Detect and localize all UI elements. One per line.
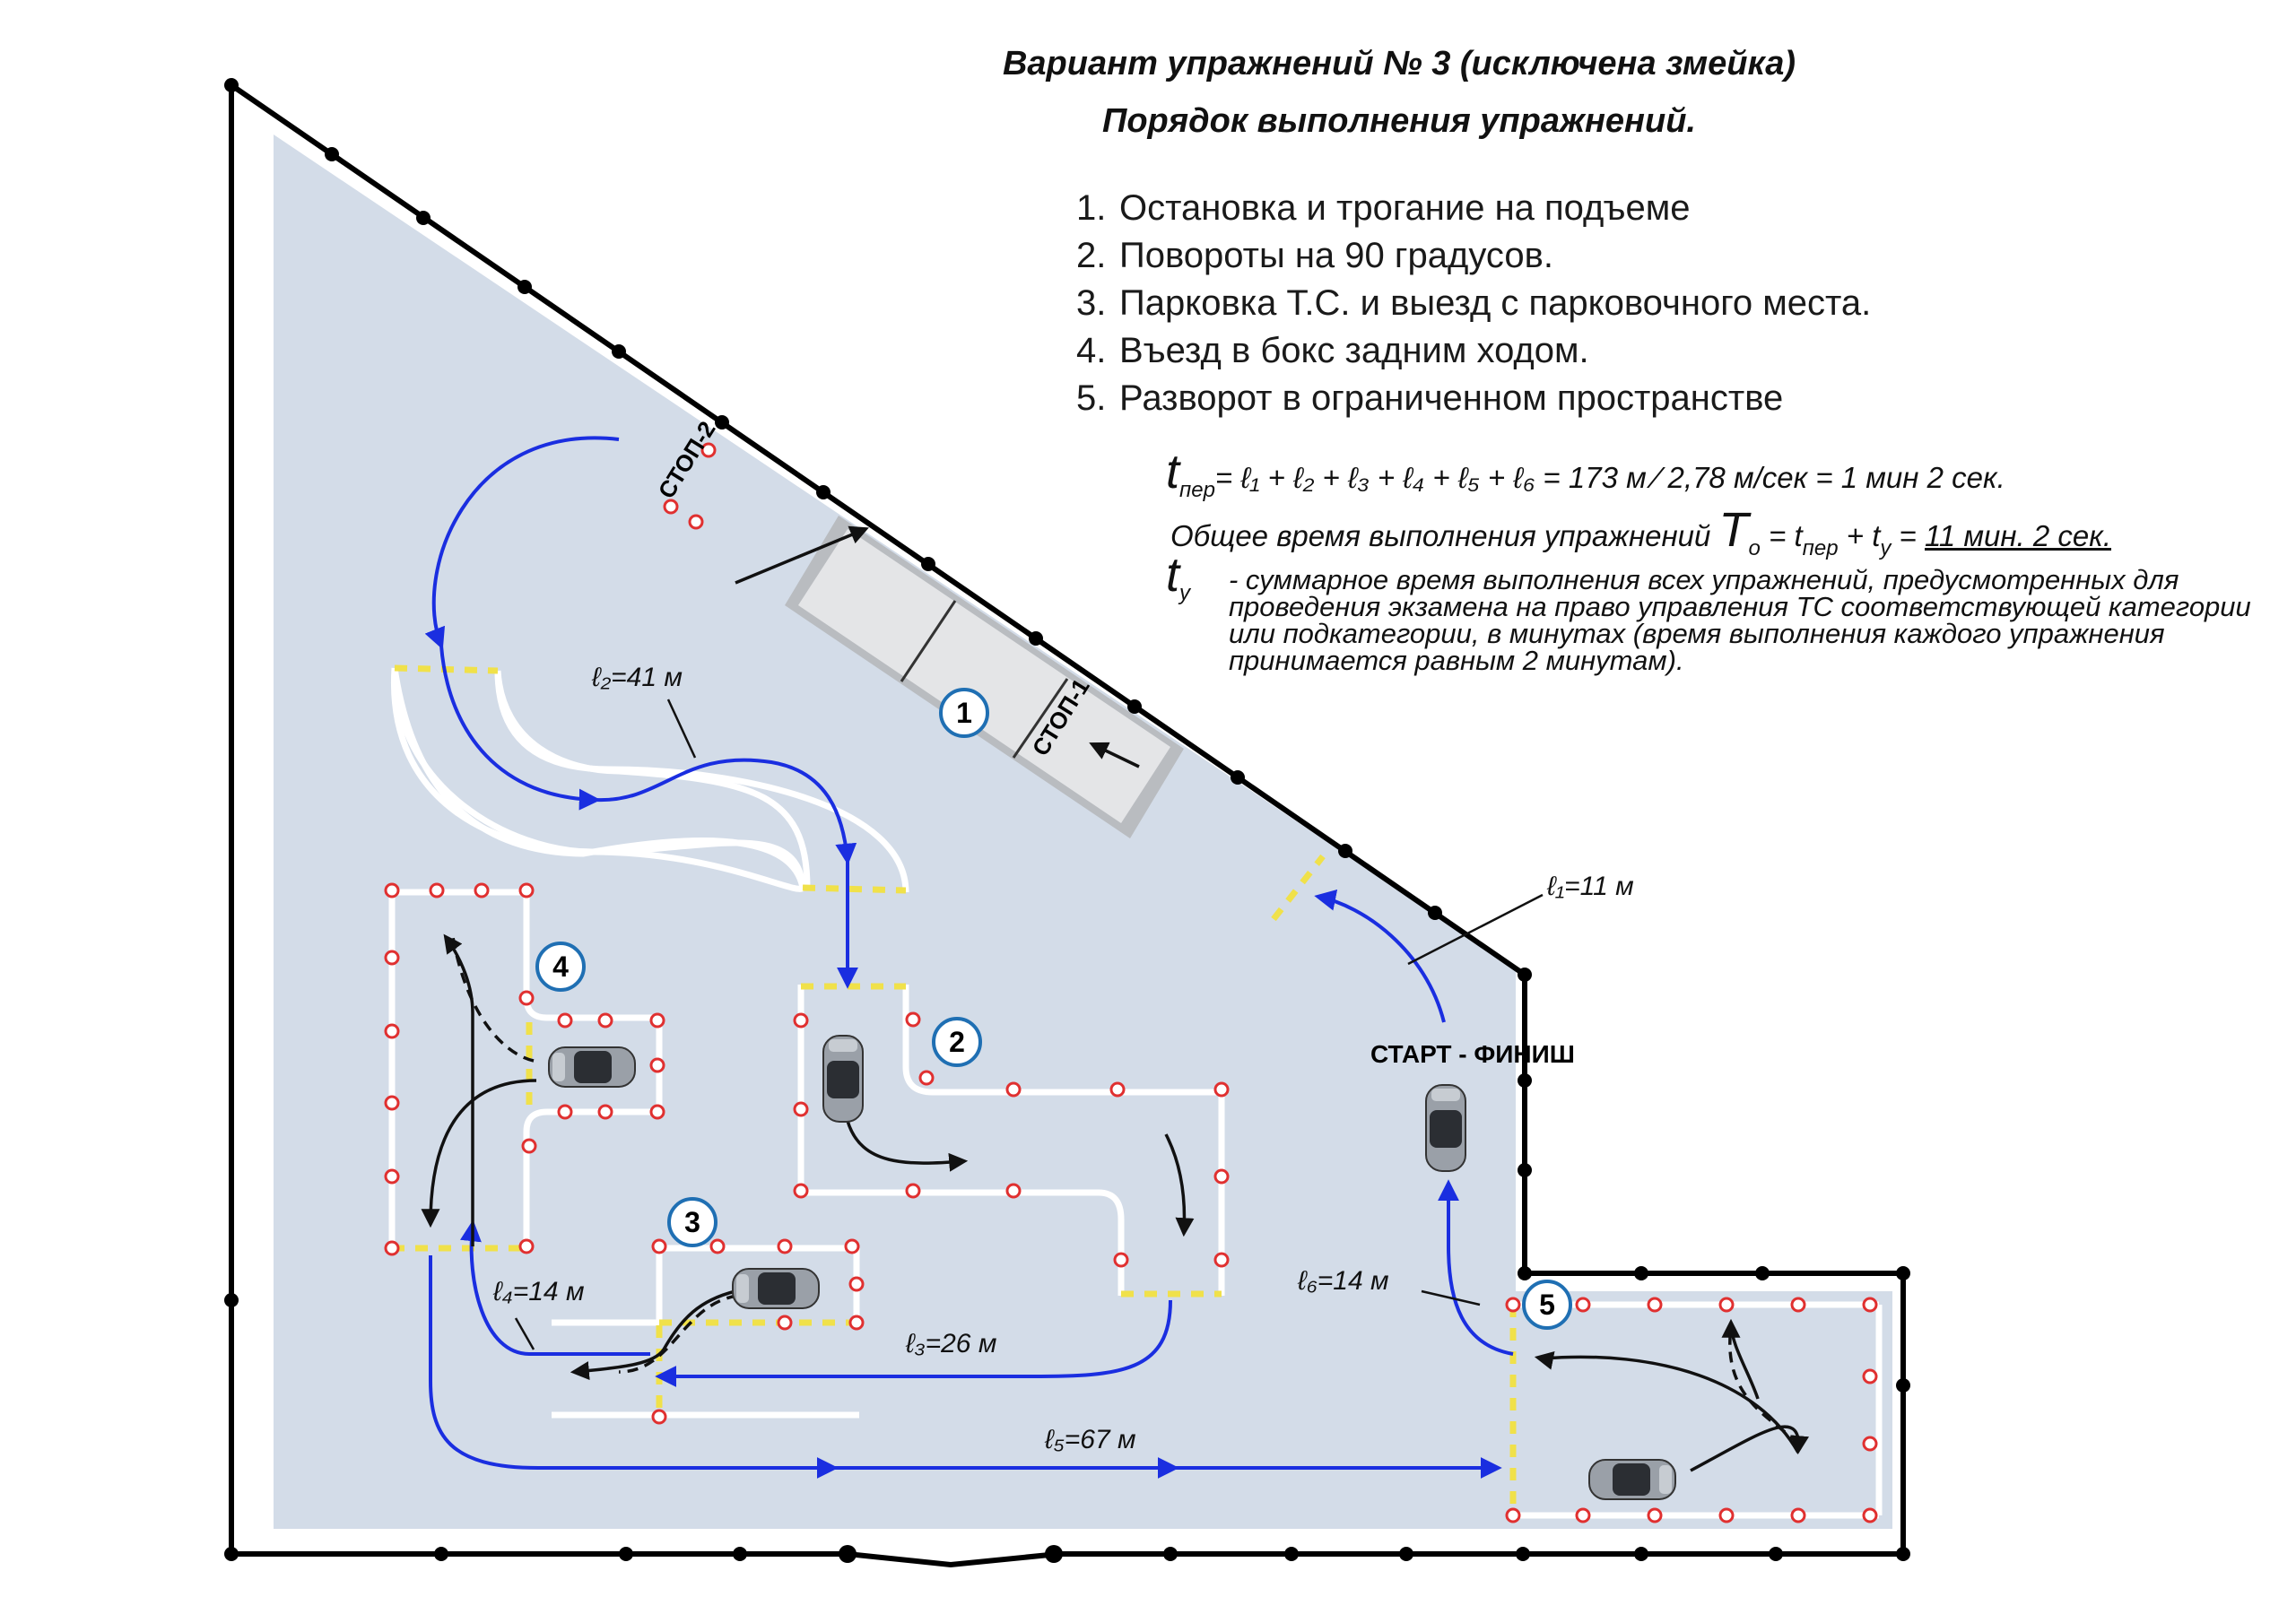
l3-label: ℓ₃=26 м (905, 1329, 996, 1358)
formula-total: Общее время выполнения упражнений Tо = t… (1170, 503, 2112, 560)
car-start (1425, 1084, 1466, 1172)
parking-area (552, 1245, 860, 1419)
fence-posts (224, 78, 1910, 1563)
ramp (785, 516, 1184, 838)
turnaround-area (1513, 1301, 1883, 1519)
step-4: 4.Въезд в бокс задним ходом. (1076, 331, 1589, 370)
car-parking (732, 1268, 820, 1309)
exercise-badges: 1 2 3 4 5 (535, 688, 1572, 1330)
title-line-1: Вариант упражнений № 3 (исключена змейка… (1002, 45, 1796, 82)
l1-label: ℓ₁=11 м (1546, 872, 1634, 901)
step-2: 2.Повороты на 90 градусов. (1076, 236, 1553, 275)
box-dashes (392, 1022, 533, 1252)
badge-5-label: 5 (1539, 1289, 1555, 1321)
l2-label: ℓ₂=41 м (591, 663, 683, 692)
badge-1: 1 (939, 688, 989, 738)
corridor-dashes (394, 664, 907, 894)
l5-label: ℓ₅=67 м (1044, 1425, 1136, 1454)
formula-time: tпер= ℓ₁ + ℓ₂ + ℓ₃ + ℓ₄ + ℓ₅ + ℓ₆ = 173 … (1166, 445, 2005, 502)
badge-3: 3 (667, 1197, 718, 1247)
formula-ty-description: - суммарное время выполнения всех упражн… (1229, 564, 2251, 676)
cones (384, 442, 1878, 1523)
maneuver-arrows (421, 525, 1810, 1472)
badge-2-label: 2 (949, 1026, 965, 1058)
badge-4: 4 (535, 942, 586, 992)
step-3: 3.Парковка Т.С. и выезд с парковочного м… (1076, 283, 1872, 323)
step-1: 1.Остановка и трогание на подъеме (1076, 188, 1691, 228)
l4-label: ℓ₄=14 м (492, 1277, 585, 1306)
title-line-2: Порядок выполнения упражнений. (1102, 102, 1696, 140)
turns-area (797, 985, 1225, 1296)
corridor-markings (391, 667, 811, 889)
badge-2: 2 (932, 1017, 982, 1067)
fence (229, 80, 1906, 1568)
l6-label: ℓ₆=14 м (1297, 1266, 1389, 1296)
parking-dashes (656, 1319, 859, 1412)
car-box (548, 1046, 636, 1088)
car-turns (822, 1035, 864, 1123)
badge-3-label: 3 (684, 1206, 700, 1238)
badge-1-label: 1 (956, 697, 972, 729)
route (424, 436, 1514, 1479)
steps-list: 1.Остановка и трогание на подъеме 2.Пово… (1076, 185, 1871, 422)
badge-4-label: 4 (552, 950, 569, 983)
start-finish-label: СТАРТ - ФИНИШ (1370, 1040, 1575, 1068)
step-5: 5.Разворот в ограниченном пространстве (1076, 378, 1784, 418)
ground-area (274, 135, 1892, 1529)
distance-labels (514, 699, 1544, 1350)
formula-ty-symbol: tу (1166, 548, 1191, 605)
car-turnaround (1588, 1459, 1676, 1500)
badge-5: 5 (1522, 1280, 1572, 1330)
